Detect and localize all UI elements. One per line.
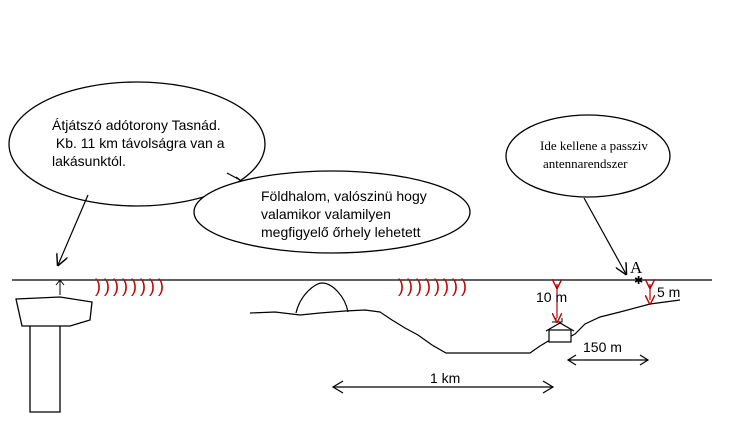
tower-callout-line-1: Átjátszó adótorony Tasnád. (52, 117, 221, 133)
antenna-pointer-arrow (583, 197, 626, 274)
antenna-callout-line-1: Ide kellene a passziv (540, 138, 648, 153)
tower-callout-line-3: lakásunktól. (52, 153, 126, 169)
tower-callout-line-2: Kb. 11 km távolságra van a (52, 135, 225, 151)
height-10m-label: 10 m (536, 289, 567, 305)
point-a-label: A (630, 258, 643, 277)
mound-callout-line-3: megfigyelő őrhely lehetett (261, 224, 421, 240)
tower-callout-tail (226, 172, 241, 181)
relay-tower-icon (15, 279, 93, 413)
earth-mound (295, 282, 349, 314)
terrain-profile (249, 299, 681, 354)
distance-1km-label: 1 km (430, 370, 460, 386)
mound-callout (193, 170, 471, 254)
distance-150m-label: 150 m (583, 339, 622, 355)
antenna-callout-line-2: antennarendszer (543, 156, 628, 171)
tower-pointer-arrow (58, 194, 89, 265)
height-5m-label: 5 m (657, 284, 680, 300)
mound-callout-line-2: valamikor valamilyen (261, 206, 391, 222)
point-a-marker-icon: ✱ (634, 275, 643, 287)
signal-waves-left: )))))))) (95, 276, 167, 296)
house-icon (545, 318, 575, 343)
antenna-callout (505, 114, 671, 198)
mound-callout-line-1: Földhalom, valószinü hogy (261, 188, 427, 204)
signal-waves-right: )))))))) (398, 276, 470, 296)
tower-callout (8, 81, 266, 207)
